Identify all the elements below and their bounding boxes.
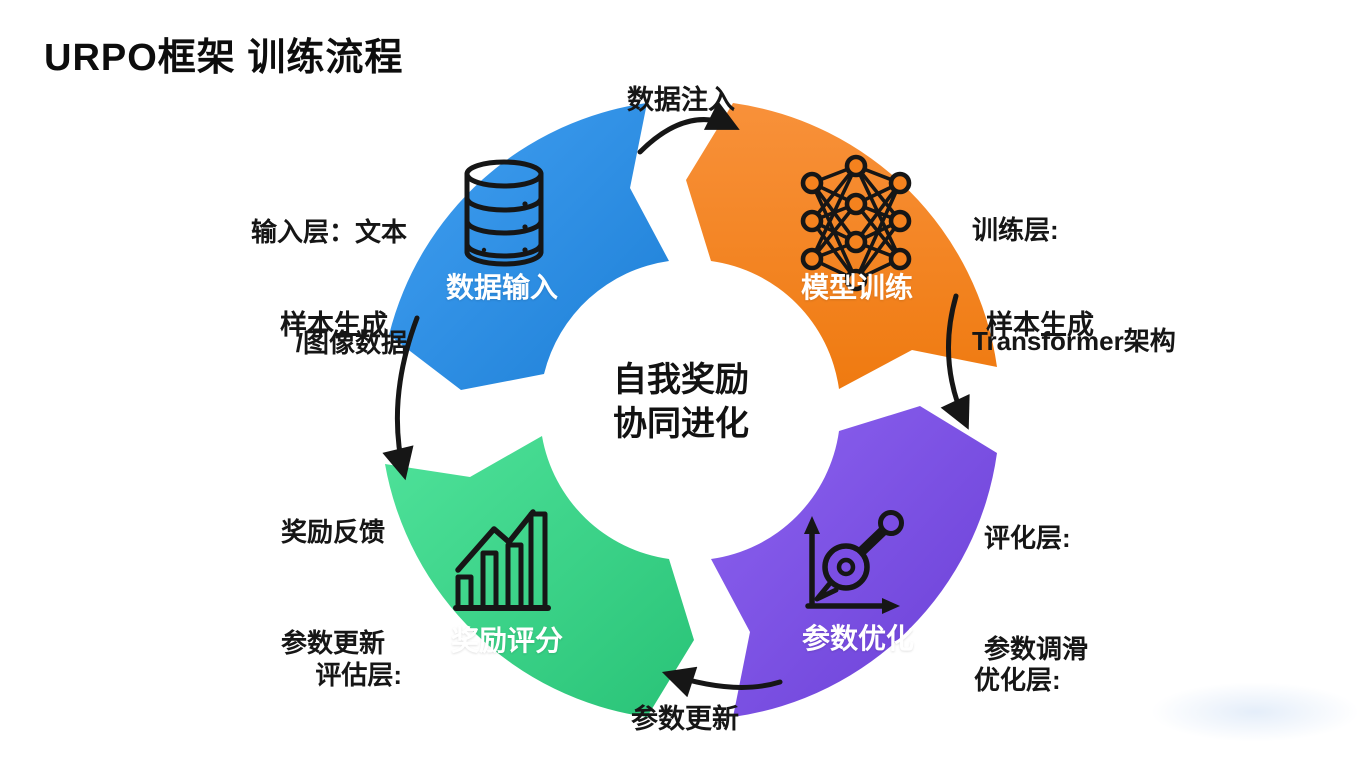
- center-motto-line1: 自我奖励: [613, 361, 749, 399]
- flow-label-sample-generation-right: 样本生成: [986, 310, 1094, 340]
- annotation-evaluation-layer-left: 评估层: 奖励值计算: [272, 583, 402, 767]
- annotation-training-layer-line2: Transformer架构: [972, 326, 1176, 356]
- annotation-training-layer-line1: 训练层:: [972, 215, 1059, 245]
- center-motto-line2: 协同进化: [613, 405, 749, 443]
- arrow-param-update-bottom: [661, 666, 783, 698]
- center-motto: 自我奖励 协同进化: [531, 358, 831, 446]
- axes-compass-icon: [804, 510, 904, 614]
- segment-label-param-optimization: 参数优化: [801, 623, 914, 654]
- annotation-optimization-layer-line1: 优化层:: [974, 665, 1061, 695]
- flow-label-sample-generation-left: 样本生成: [280, 310, 388, 340]
- segment-label-model-training: 模型训练: [800, 272, 913, 303]
- annotation-reward-feedback: 奖励反馈 参数更新: [281, 440, 385, 736]
- segment-data-input: [389, 103, 669, 390]
- database-icon: [464, 159, 544, 267]
- flow-label-data-injection: 数据注入: [627, 85, 735, 115]
- page-title: URPO框架 训练流程: [44, 37, 404, 79]
- annotation-evaluation-layer-right-line2: 参数调滑: [984, 634, 1089, 664]
- arrow-sample-generation-right: [940, 293, 970, 430]
- arrow-data-injection: [637, 101, 740, 155]
- segment-label-data-input: 数据输入: [445, 272, 558, 303]
- annotation-reward-feedback-line2: 参数更新: [280, 628, 385, 658]
- annotation-evaluation-layer-left-line1: 评估层:: [315, 660, 402, 690]
- annotation-input-layer-line1: 输入层：文本: [250, 217, 407, 247]
- segment-reward-scoring: [385, 436, 694, 717]
- segment-label-reward-scoring: 奖励评分: [450, 625, 563, 656]
- annotation-reward-feedback-line1: 奖励反馈: [280, 517, 385, 547]
- watermark-smudge: [1150, 682, 1360, 742]
- neural-network-icon: [800, 154, 912, 292]
- annotation-input-layer-line2: /图像数据: [295, 328, 407, 358]
- flow-label-param-update-bottom: 参数更新: [631, 704, 739, 734]
- annotation-evaluation-layer-right: 评化层: 参数调滑: [984, 446, 1088, 742]
- annotation-evaluation-layer-right-line1: 评化层:: [984, 523, 1071, 553]
- bar-chart-icon: [453, 509, 551, 611]
- annotation-training-layer: 训练层: Transformer架构: [972, 138, 1176, 434]
- arrow-feedback-left: [382, 315, 420, 481]
- annotation-input-layer: 输入层：文本 /图像数据: [251, 140, 407, 436]
- annotation-optimization-layer: 优化层: 学习率调整: [974, 588, 1104, 767]
